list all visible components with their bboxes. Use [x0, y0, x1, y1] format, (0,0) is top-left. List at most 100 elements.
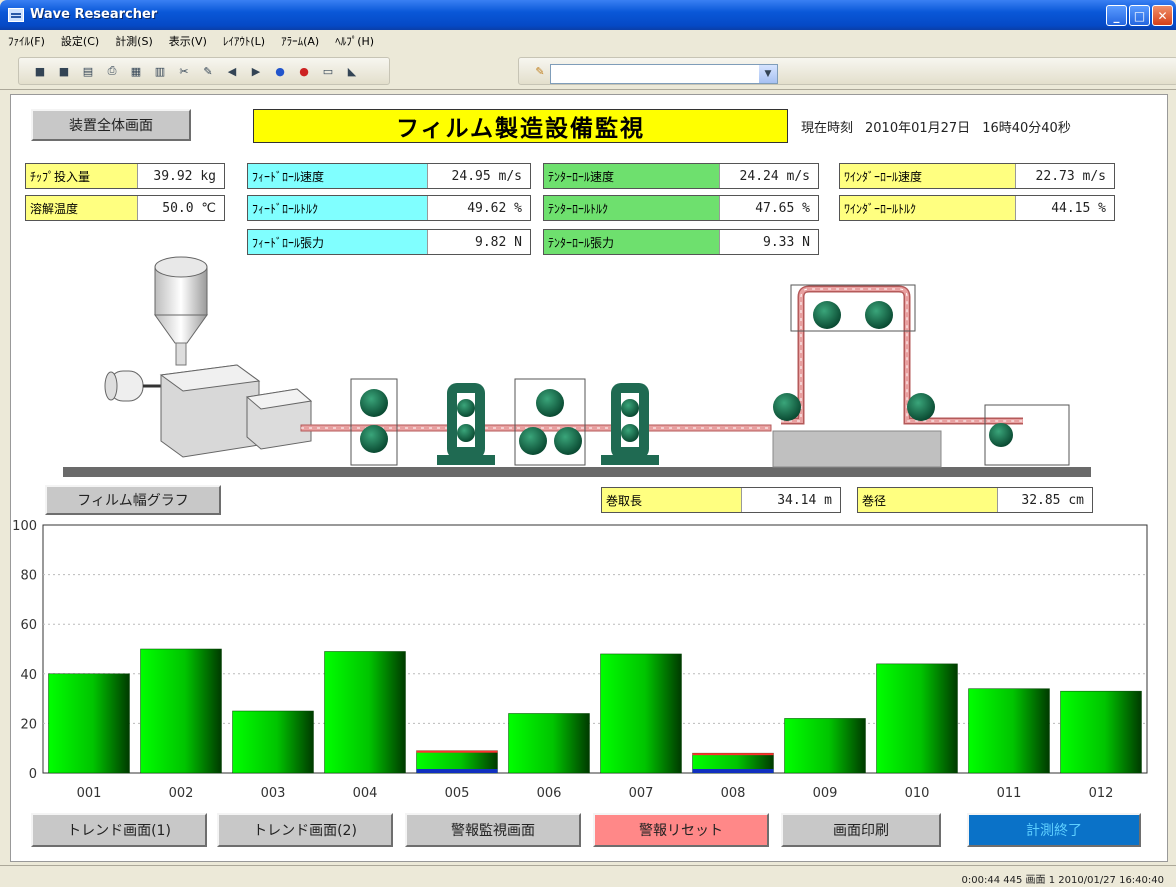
dancer-roll-box	[772, 284, 942, 468]
alarm-monitor-button[interactable]: 警報監視画面	[405, 813, 581, 847]
menu-help[interactable]: ﾍﾙﾌﾟ(H)	[335, 35, 375, 48]
bar-004	[324, 651, 406, 774]
param-winder-speed: ﾜｲﾝﾀﾞｰﾛｰﾙ速度 22.73 m/s	[839, 163, 1115, 189]
record-icon[interactable]: ■	[58, 64, 70, 78]
status-text: 0:00:44 445 画面 1 2010/01/27 16:40:40	[961, 875, 1164, 886]
pencil-icon[interactable]: ✎	[535, 64, 545, 78]
bar-alert-base-008	[692, 769, 774, 773]
arrow-left-icon[interactable]: ◀	[227, 64, 237, 78]
save-icon[interactable]: ▤	[82, 64, 94, 78]
param-value: 9.33 N	[763, 234, 810, 250]
trend2-button[interactable]: トレンド画面(2)	[217, 813, 393, 847]
param-melt-temp: 溶解温度 50.0 ℃	[25, 195, 225, 221]
stop-measurement-button[interactable]: 計測終了	[967, 813, 1141, 847]
cut-icon[interactable]: ✂	[179, 64, 189, 78]
param-tenter-speed: ﾃﾝﾀｰﾛｰﾙ速度 24.24 m/s	[543, 163, 819, 189]
x-tick-label: 008	[721, 786, 746, 801]
base-rail	[63, 467, 1091, 477]
menu-bar: ﾌｧｲﾙ(F) 設定(C) 計測(S) 表示(V) ﾚｲｱｳﾄ(L) ｱﾗｰﾑ(…	[0, 30, 1176, 52]
y-tick-label: 80	[20, 569, 37, 584]
bar-010	[876, 663, 958, 774]
bar-alert-top-005	[416, 750, 498, 753]
bar-011	[968, 688, 1050, 774]
param-label: ﾌｨｰﾄﾞﾛｰﾙ張力	[248, 230, 428, 254]
param-label: ﾜｲﾝﾀﾞｰﾛｰﾙﾄﾙｸ	[840, 196, 1016, 220]
grid-icon[interactable]: ▥	[154, 64, 166, 78]
chart-icon[interactable]: ◣	[347, 64, 357, 78]
x-tick-label: 001	[77, 786, 102, 801]
y-tick-label: 0	[29, 767, 37, 782]
param-value: 47.65 %	[755, 200, 810, 216]
alarm-reset-button[interactable]: 警報リセット	[593, 813, 769, 847]
press-roll-1	[437, 383, 495, 465]
winder	[984, 404, 1070, 466]
menu-file[interactable]: ﾌｧｲﾙ(F)	[8, 35, 45, 48]
edit-icon[interactable]: ✎	[203, 64, 213, 78]
clock: 現在時刻 2010年01月27日 16時40分40秒	[801, 117, 1071, 136]
param-wind-length: 巻取長 34.14 m	[601, 487, 841, 513]
preview-icon[interactable]: ▦	[130, 64, 142, 78]
print-screen-button[interactable]: 画面印刷	[781, 813, 941, 847]
connect-icon[interactable]: ●	[275, 64, 285, 78]
menu-view[interactable]: 表示(V)	[168, 35, 207, 48]
bar-003	[232, 710, 314, 774]
x-tick-label: 012	[1089, 786, 1114, 801]
param-wind-diameter: 巻径 32.85 cm	[857, 487, 1093, 513]
param-label: 巻径	[858, 488, 998, 512]
app-icon	[8, 8, 24, 22]
param-tenter-torque: ﾃﾝﾀｰﾛｰﾙﾄﾙｸ 47.65 %	[543, 195, 819, 221]
bar-007	[600, 653, 682, 774]
print-icon[interactable]: ⎙	[107, 64, 117, 77]
param-value: 24.24 m/s	[739, 168, 810, 184]
overview-button[interactable]: 装置全体画面	[31, 109, 191, 141]
close-icon[interactable]: ✕	[1152, 5, 1173, 26]
clock-date: 2010年01月27日	[865, 121, 971, 136]
arrow-right-icon[interactable]: ▶	[251, 64, 261, 78]
menu-measure[interactable]: 計測(S)	[115, 35, 153, 48]
bar-006	[508, 713, 590, 774]
param-winder-torque: ﾜｲﾝﾀﾞｰﾛｰﾙﾄﾙｸ 44.15 %	[839, 195, 1115, 221]
status-bar: 0:00:44 445 画面 1 2010/01/27 16:40:40	[0, 865, 1176, 887]
param-value: 39.92 kg	[153, 168, 216, 184]
maximize-icon[interactable]: □	[1129, 5, 1150, 26]
hopper	[154, 256, 208, 366]
toolbar-group-main: ■ ■ ▤ ⎙ ▦ ▥ ✂ ✎ ◀ ▶ ● ● ▭ ◣	[18, 57, 390, 85]
feed-roll-station	[350, 378, 398, 466]
param-value: 24.95 m/s	[451, 168, 522, 184]
clock-label: 現在時刻	[801, 121, 854, 136]
press-roll-2	[601, 383, 659, 465]
page-title: フィルム製造設備監視	[253, 109, 788, 143]
menu-alarm[interactable]: ｱﾗｰﾑ(A)	[281, 35, 320, 48]
y-tick-label: 60	[20, 618, 37, 633]
stop-icon[interactable]: ■	[34, 64, 46, 78]
param-chip-input: ﾁｯﾌﾟ投入量 39.92 kg	[25, 163, 225, 189]
x-tick-label: 004	[353, 786, 378, 801]
trend1-button[interactable]: トレンド画面(1)	[31, 813, 207, 847]
motor	[104, 370, 161, 402]
param-label: ﾃﾝﾀｰﾛｰﾙ張力	[544, 230, 720, 254]
bar-009	[784, 718, 866, 774]
screen-icon[interactable]: ▭	[322, 64, 334, 78]
film-width-graph-button[interactable]: フィルム幅グラフ	[45, 485, 221, 515]
bar-001	[48, 673, 130, 774]
alarm-icon[interactable]: ●	[299, 64, 309, 78]
x-tick-label: 003	[261, 786, 286, 801]
param-label: ﾃﾝﾀｰﾛｰﾙ速度	[544, 164, 720, 188]
param-label: ﾌｨｰﾄﾞﾛｰﾙﾄﾙｸ	[248, 196, 428, 220]
window-title: Wave Researcher	[30, 7, 158, 22]
bar-002	[140, 648, 222, 774]
x-tick-label: 007	[629, 786, 654, 801]
param-feed-speed: ﾌｨｰﾄﾞﾛｰﾙ速度 24.95 m/s	[247, 163, 531, 189]
bar-alert-base-005	[416, 769, 498, 773]
chevron-down-icon[interactable]: ▼	[759, 65, 777, 83]
param-tenter-tension: ﾃﾝﾀｰﾛｰﾙ張力 9.33 N	[543, 229, 819, 255]
minimize-icon[interactable]: _	[1106, 5, 1127, 26]
param-value: 44.15 %	[1051, 200, 1106, 216]
y-tick-label: 20	[20, 717, 37, 732]
menu-layout[interactable]: ﾚｲｱｳﾄ(L)	[222, 35, 266, 48]
param-value: 32.85 cm	[1021, 492, 1084, 508]
screen-select[interactable]: ▼	[550, 64, 778, 84]
monitor-panel: 装置全体画面 フィルム製造設備監視 現在時刻 2010年01月27日 16時40…	[10, 94, 1168, 862]
menu-settings[interactable]: 設定(C)	[60, 35, 100, 48]
